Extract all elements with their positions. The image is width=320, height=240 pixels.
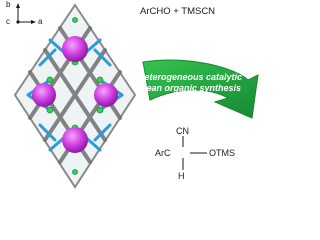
axis-c-label: c <box>6 17 10 26</box>
cavity-top <box>62 36 88 62</box>
product-cn-label: CN <box>176 126 189 136</box>
product-structure-bonds <box>182 136 207 170</box>
arrow-caption-line2: clean organic synthesis <box>138 83 242 93</box>
cavity-right <box>94 83 118 107</box>
reaction-equation: ArCHO + TMSCN <box>140 6 216 17</box>
product-otms-label: OTMS <box>209 148 235 158</box>
crystal-structure-illustration <box>13 3 259 189</box>
product-h-label: H <box>178 171 185 181</box>
arrow-caption: Heterogeneous catalytic clean organic sy… <box>131 72 249 94</box>
product-arc-label: ArC <box>155 148 171 158</box>
cavity-left <box>32 83 56 107</box>
axis-a-label: a <box>38 17 43 26</box>
figure-canvas: b c a ArCHO + TMSCN Heterogeneous cataly… <box>6 0 259 189</box>
curved-green-arrow <box>142 59 259 119</box>
arrow-caption-line1: Heterogeneous catalytic <box>137 72 243 82</box>
cavity-bottom <box>62 127 88 153</box>
framework-cavities <box>32 36 118 153</box>
axis-b-label: b <box>6 0 11 9</box>
axis-indicator <box>16 3 36 24</box>
